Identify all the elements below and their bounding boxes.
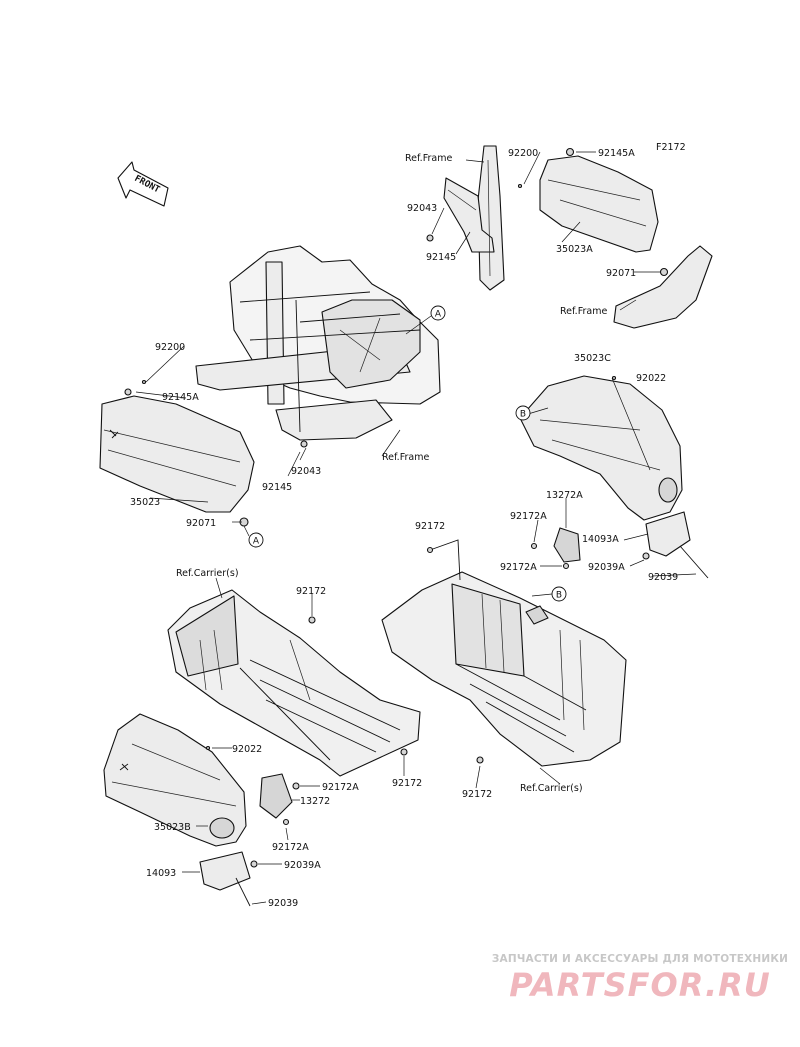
part-92145A-top: 92145A (598, 148, 635, 159)
part-14093: 14093 (146, 868, 176, 879)
fender-35023C (519, 375, 683, 521)
part-92172A-right2: 92172A (500, 562, 537, 573)
part-92145A-left: 92145A (162, 392, 199, 403)
callout-b-right: B (520, 410, 526, 420)
part-92200-left: 92200 (155, 342, 185, 353)
watermark-subtitle: ЗАПЧАСТИ И АКСЕССУАРЫ ДЛЯ МОТОТЕХНИКИ (491, 953, 789, 965)
fender-35023 (99, 395, 255, 513)
part-35023A: 35023A (556, 244, 593, 255)
part-92043-top: 92043 (407, 203, 437, 214)
fender-35023B (103, 713, 247, 847)
part-92145-left: 92145 (262, 482, 292, 493)
part-13272: 13272 (300, 796, 330, 807)
part-92172-right-top: 92172 (415, 521, 445, 532)
part-13272A: 13272A (546, 490, 583, 501)
ref-carrier-left: Ref.Carrier(s) (176, 568, 239, 579)
ref-frame-left: Ref.Frame (382, 452, 429, 463)
part-92145-top: 92145 (426, 252, 456, 263)
carrier-right (381, 571, 627, 767)
part-92172-right-bottom: 92172 (462, 789, 492, 800)
callout-a-top: A (435, 310, 442, 320)
main-frame (195, 245, 441, 441)
ref-carrier-right: Ref.Carrier(s) (520, 783, 583, 794)
callout-b-carrier: B (556, 591, 562, 601)
frame-pillar-top (443, 145, 505, 291)
part-92039A-right: 92039A (588, 562, 625, 573)
part-92172A-right1: 92172A (510, 511, 547, 522)
part-92172A-left2: 92172A (272, 842, 309, 853)
carrier-left (167, 589, 421, 777)
part-92071-top: 92071 (606, 268, 636, 279)
fender-35023A (539, 155, 659, 253)
part-92022-right: 92022 (636, 373, 666, 384)
part-35023B: 35023B (154, 822, 191, 833)
part-35023C: 35023C (574, 353, 611, 364)
front-arrow-icon: FRONT (117, 161, 169, 207)
watermark-brand: PARTSFOR.RU (509, 966, 771, 1004)
part-92039-right: 92039 (648, 572, 678, 583)
part-92071-left: 92071 (186, 518, 216, 529)
part-92172-left-top: 92172 (296, 586, 326, 597)
part-92039A-left: 92039A (284, 860, 321, 871)
figure-code: F2172 (656, 142, 686, 153)
frame-bracket-mid (613, 245, 713, 329)
part-92022-left: 92022 (232, 744, 262, 755)
part-92043-left: 92043 (291, 466, 321, 477)
part-92172-left-mid: 92172 (392, 778, 422, 789)
ref-frame-top: Ref.Frame (405, 153, 452, 164)
part-35023: 35023 (130, 497, 160, 508)
ref-frame-mid: Ref.Frame (560, 306, 607, 317)
part-92172A-left1: 92172A (322, 782, 359, 793)
part-92200-top: 92200 (508, 148, 538, 159)
part-14093A: 14093A (582, 534, 619, 545)
part-92039-left: 92039 (268, 898, 298, 909)
callout-a-left: A (253, 537, 260, 547)
